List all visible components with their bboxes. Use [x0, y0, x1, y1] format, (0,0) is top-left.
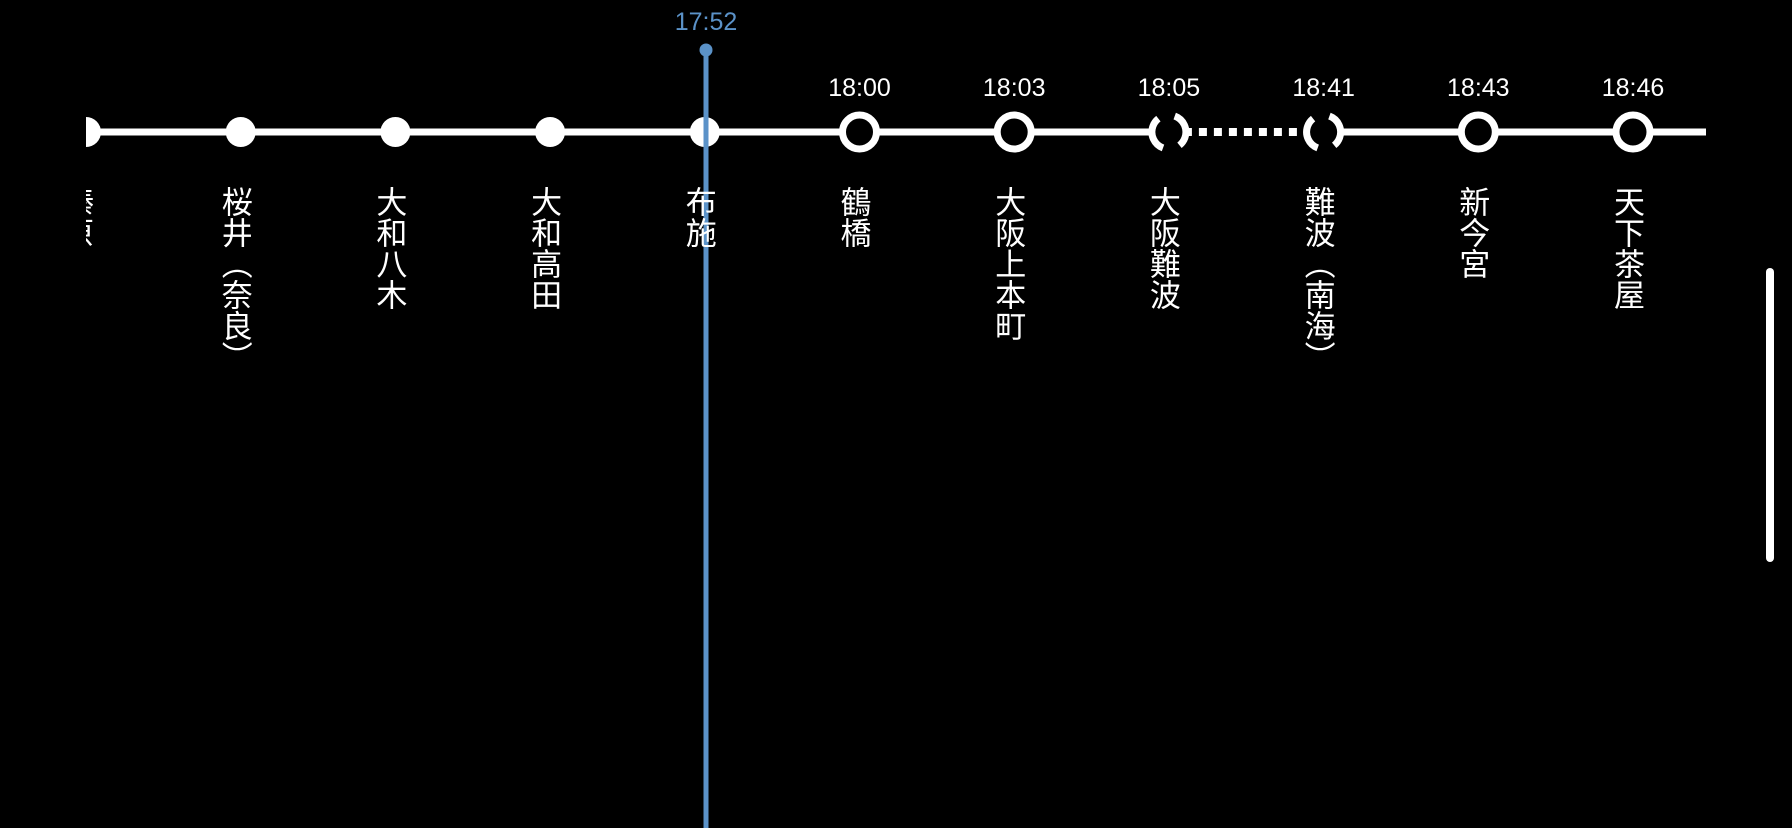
station-marker-passed[interactable] [535, 117, 566, 147]
station-name[interactable]: 大阪難波 [1143, 186, 1180, 310]
departure-time: 18:41 [1292, 74, 1355, 102]
departure-time: 18:05 [1137, 74, 1201, 102]
station-marker-transfer[interactable] [1147, 110, 1191, 154]
station-name[interactable]: 榛原 [86, 186, 93, 248]
station-name[interactable]: 難波（南海） [1298, 186, 1335, 372]
station-marker-passed[interactable] [380, 117, 411, 147]
station-name[interactable]: 鶴橋 [834, 186, 871, 248]
departure-time: 18:03 [982, 74, 1046, 102]
current-time-dot [699, 43, 713, 57]
scroll-indicator[interactable] [1766, 268, 1774, 562]
departure-time: 18:43 [1447, 74, 1510, 102]
station-name[interactable]: 新今宮 [1453, 186, 1490, 279]
current-time-label: 17:52 [674, 8, 738, 36]
station-name[interactable]: 大和高田 [525, 186, 562, 310]
station-marker-upcoming[interactable] [839, 111, 880, 153]
station-marker-upcoming[interactable] [1457, 111, 1499, 153]
station-name[interactable]: 大和八木 [370, 186, 407, 310]
station-name[interactable]: 大阪上本町 [989, 186, 1026, 341]
station-marker-passed[interactable] [225, 117, 256, 147]
station-marker-transfer[interactable] [1302, 110, 1346, 154]
station-name[interactable]: 布施 [679, 186, 716, 248]
station-marker-passed[interactable] [71, 117, 101, 147]
station-marker-upcoming[interactable] [1612, 111, 1654, 153]
departure-time: 18:46 [1601, 74, 1665, 102]
station-name[interactable]: 桜井（奈良） [215, 186, 252, 372]
station-name[interactable]: 天下茶屋 [1608, 186, 1644, 310]
departure-time: 18:00 [828, 74, 891, 102]
station-marker-upcoming[interactable] [993, 111, 1035, 153]
